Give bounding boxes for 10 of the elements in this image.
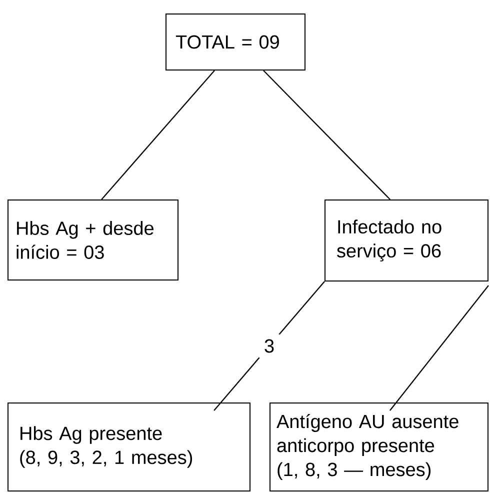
edge-label: 3 [258, 334, 280, 358]
text-box: Antígeno AU ausente anticorpo presente (1, 8, 3 — meses) [270, 402, 488, 492]
text-box: Hbs Ag + desde início = 03 [8, 200, 178, 280]
text-box: Infectado no serviço = 06 [324, 200, 488, 282]
connector-line [389, 285, 489, 411]
connector-line [263, 70, 391, 200]
text-box: TOTAL = 09 [166, 14, 306, 70]
connector-line [101, 70, 215, 200]
text-box: Hbs Ag presente (8, 9, 3, 2, 1 meses) [8, 402, 250, 492]
connector-line [214, 281, 325, 411]
